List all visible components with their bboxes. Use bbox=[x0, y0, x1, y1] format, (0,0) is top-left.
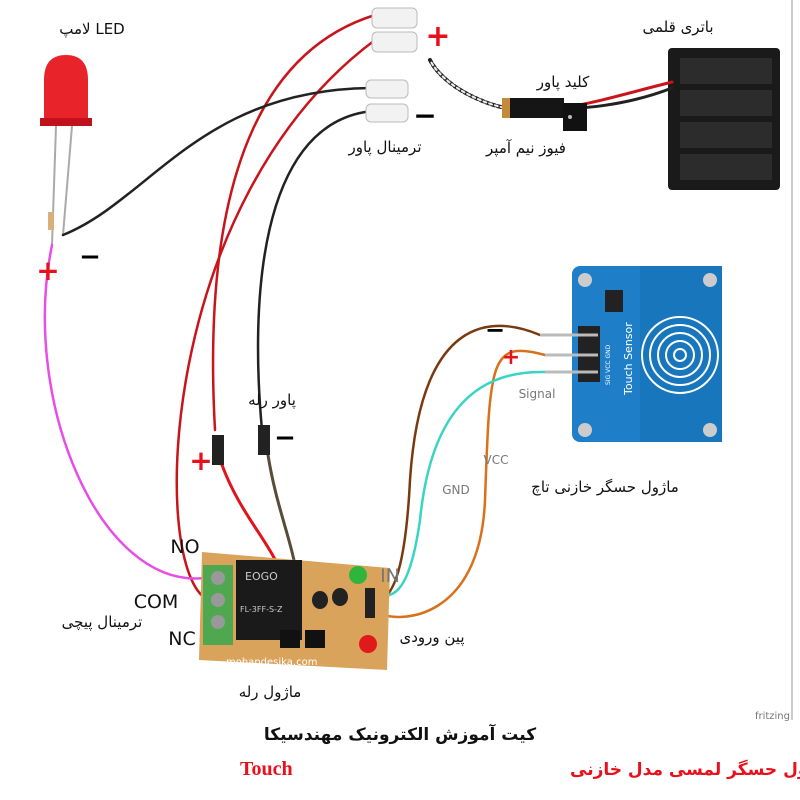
wire-twisted bbox=[428, 58, 507, 110]
relay-power-header-plus bbox=[212, 435, 224, 465]
power-terminal-plus bbox=[371, 7, 418, 53]
title-line-2-en: Touch bbox=[240, 758, 293, 780]
wire-com bbox=[175, 38, 377, 600]
label-relay-power: پاور رله bbox=[248, 391, 296, 410]
wire-twisted-white bbox=[429, 59, 506, 109]
label-signal: Signal bbox=[519, 387, 556, 401]
label-power-switch: کلید پاور bbox=[536, 73, 590, 92]
relay-module: EOGO FL-3FF-S-Z mohandesika.com bbox=[199, 552, 390, 670]
led-lamp bbox=[40, 55, 92, 246]
fritzing-watermark: fritzing bbox=[755, 711, 790, 722]
label-vcc: VCC bbox=[484, 453, 509, 467]
label-fuse: فیوز نیم آمپر bbox=[485, 139, 566, 158]
relay-power-header-minus bbox=[258, 425, 270, 455]
minus-sign-terminal: − bbox=[413, 99, 436, 132]
label-com: COM bbox=[134, 591, 179, 613]
label-no: NO bbox=[170, 536, 199, 558]
label-input-pin: پین ورودی bbox=[399, 628, 464, 647]
label-gnd: GND bbox=[442, 483, 470, 497]
minus-sign-led: − bbox=[79, 242, 101, 272]
plus-sign-relay: + bbox=[189, 444, 212, 477]
wire-relay-plus bbox=[211, 13, 377, 432]
wire-gnd bbox=[373, 324, 542, 605]
title-line-1: کیت آموزش الکترونیک مهندسیکا bbox=[264, 723, 536, 745]
relay-part-print: FL-3FF-S-Z bbox=[240, 605, 283, 614]
minus-sign-relay: − bbox=[274, 423, 296, 453]
label-screw-terminal: ترمینال پیچی bbox=[62, 613, 143, 632]
label-power-terminal: ترمینال پاور bbox=[347, 138, 421, 157]
wire-magenta-no bbox=[43, 243, 207, 580]
label-in: IN bbox=[380, 565, 400, 587]
fuse-and-switch bbox=[502, 98, 587, 131]
touch-sensor-module: Touch Sensor SIG VCC GND bbox=[540, 266, 722, 442]
label-touch-module: ماژول حسگر خازنی تاچ bbox=[531, 478, 679, 497]
wire-signal bbox=[373, 370, 547, 598]
minus-sign-sensor: − bbox=[485, 316, 505, 344]
sensor-name-print: Touch Sensor bbox=[622, 322, 635, 396]
wire-vcc bbox=[373, 349, 547, 619]
plus-sign-terminal: + bbox=[425, 19, 450, 54]
label-led-lamp: لامپ LED bbox=[59, 20, 124, 39]
relay-site-print: mohandesika.com bbox=[226, 657, 317, 668]
battery-holder bbox=[668, 48, 780, 190]
wire-relay-minus bbox=[256, 110, 367, 432]
label-relay-module: ماژول رله bbox=[239, 683, 302, 701]
wire-led-minus bbox=[61, 86, 372, 237]
plus-sign-led: + bbox=[36, 254, 59, 287]
label-nc: NC bbox=[168, 628, 195, 650]
relay-brand-print: EOGO bbox=[245, 570, 278, 583]
power-terminal-minus bbox=[365, 79, 409, 123]
plus-sign-sensor: + bbox=[502, 345, 520, 370]
label-battery: باتری قلمی bbox=[642, 18, 713, 36]
title-line-2-fa: ماژول حسگر لمسی مدل خازنی bbox=[570, 759, 800, 780]
sensor-pin-print: SIG VCC GND bbox=[605, 344, 612, 385]
